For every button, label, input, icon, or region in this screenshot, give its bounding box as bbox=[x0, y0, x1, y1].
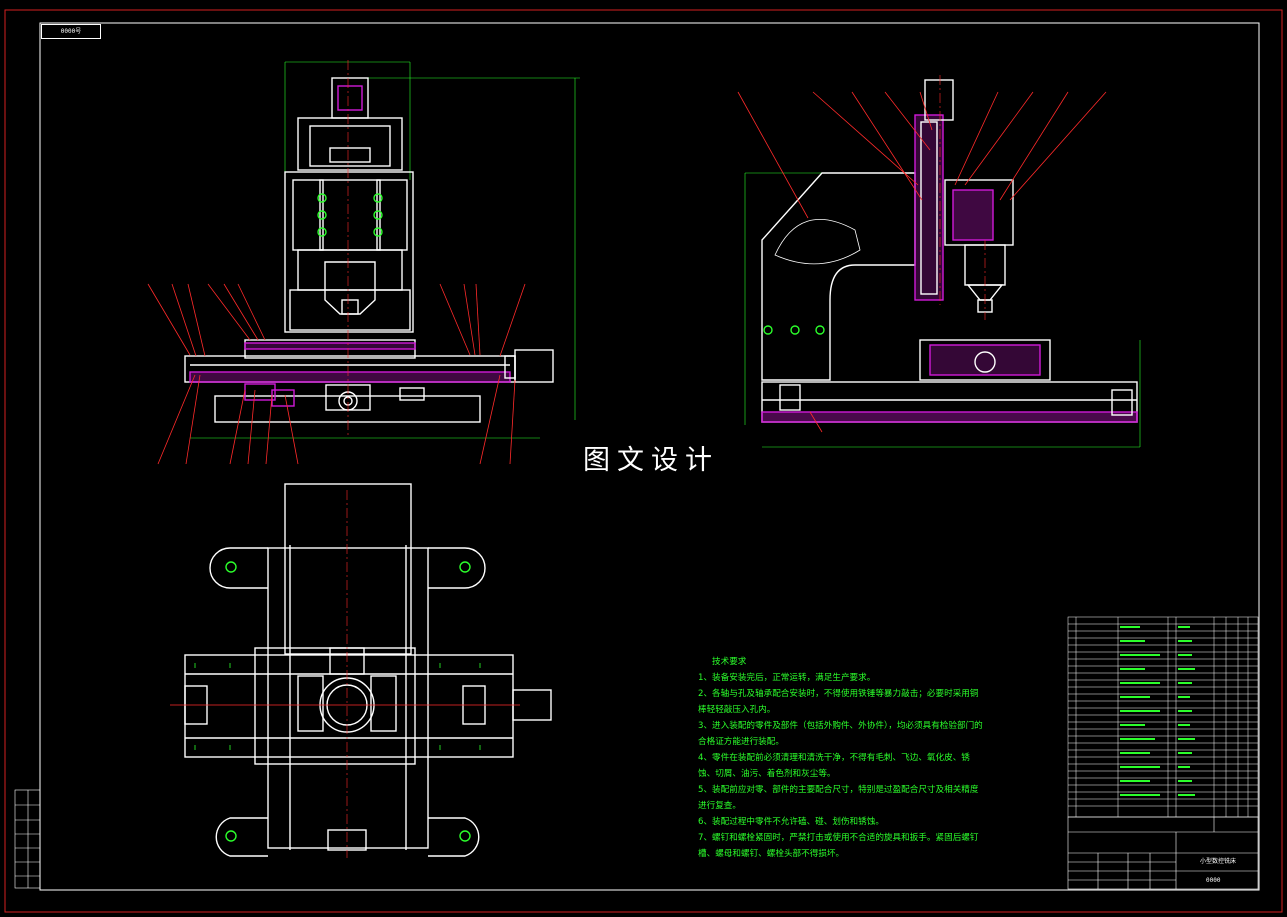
tech-req-title: 技术要求 bbox=[712, 657, 747, 667]
parts-list-text-marks bbox=[1120, 626, 1195, 796]
tech-req-item-6: 6、装配过程中零件不允许磕、碰、划伤和锈蚀。 bbox=[698, 817, 884, 827]
tech-req-item-5: 5、装配前应对零、部件的主要配合尺寸，特别是过盈配合尺寸及相关精度进行复查。 bbox=[698, 785, 979, 811]
side-revision-table bbox=[14, 789, 41, 889]
inner-frame bbox=[39, 22, 1260, 891]
side-view-leaders bbox=[737, 91, 1107, 433]
drawing-number-tag: 0000号 bbox=[41, 24, 101, 39]
technical-requirements: 技术要求 1、装备安装完后，正常运转，满足生产要求。 2、各轴与孔及轴承配合安装… bbox=[698, 654, 983, 862]
front-view bbox=[147, 60, 580, 465]
watermark-text: 图文设计 bbox=[566, 444, 736, 478]
title-block-name: 小型数控铣床 bbox=[1200, 858, 1237, 865]
parts-list bbox=[1067, 616, 1259, 818]
front-view-leaders bbox=[147, 283, 526, 465]
tech-req-item-7: 7、螺钉和螺栓紧固时，严禁打击或使用不合适的旋具和扳手。紧固后螺钉槽、螺母和螺钉… bbox=[698, 833, 979, 859]
tech-req-item-1: 1、装备安装完后，正常运转，满足生产要求。 bbox=[698, 673, 876, 683]
title-block-code: 0000 bbox=[1206, 877, 1221, 884]
title-block bbox=[1067, 816, 1259, 890]
tech-req-item-3: 3、进入装配的零件及部件（包括外购件、外协件），均必须具有检验部门的合格证方能进… bbox=[698, 721, 983, 747]
tech-req-item-2: 2、各轴与孔及轴承配合安装时，不得使用铁锤等暴力敲击；必要时采用铜棒轻轻敲压入孔… bbox=[698, 689, 979, 715]
top-view bbox=[170, 483, 552, 858]
tech-req-item-4: 4、零件在装配前必须清理和清洗干净，不得有毛刺、飞边、氧化皮、锈蚀、切屑、油污、… bbox=[698, 753, 970, 779]
side-view bbox=[737, 75, 1141, 448]
outer-frame bbox=[4, 9, 1283, 913]
